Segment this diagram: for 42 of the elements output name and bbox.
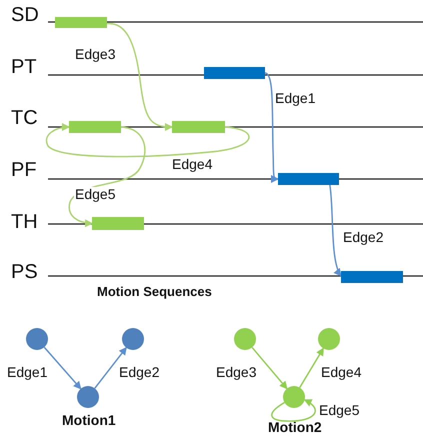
- timeline-bar: [204, 67, 265, 79]
- edge-label: Edge4: [320, 365, 362, 380]
- state-circle: [26, 328, 48, 350]
- lane-label: TH: [11, 212, 38, 232]
- edge-label: Edge4: [171, 157, 214, 172]
- arrow: [329, 184, 342, 277]
- lane-label: PS: [11, 262, 38, 282]
- timeline-bar: [341, 271, 403, 283]
- arrow: [107, 22, 173, 131]
- state-circle: [234, 328, 256, 350]
- timeline-bar: [69, 121, 121, 133]
- timeline-bar: [92, 217, 144, 230]
- edge-label: Edge2: [118, 365, 160, 380]
- arrow: [68, 126, 146, 227]
- edge-label: Edge1: [274, 91, 316, 106]
- lane-label: TC: [11, 108, 38, 128]
- arrow: [264, 72, 279, 182]
- state-circle: [318, 328, 340, 350]
- state-circle: [283, 386, 305, 408]
- edge-label: Edge3: [74, 47, 116, 62]
- state-circle: [77, 386, 99, 408]
- edge-label: Edge2: [342, 230, 384, 246]
- node-caption: Motion1: [62, 412, 116, 428]
- lane-label: PT: [11, 57, 37, 77]
- node-caption: Motion2: [268, 419, 322, 435]
- edge-label: Edge5: [318, 403, 360, 418]
- timeline-bar: [172, 121, 225, 133]
- arrow: [252, 346, 288, 390]
- arrow: [46, 123, 250, 158]
- edge-label: Edge3: [215, 365, 258, 380]
- arrow: [299, 348, 324, 388]
- timeline-bar: [55, 17, 107, 28]
- state-circle: [122, 328, 144, 350]
- arrow: [44, 346, 82, 390]
- lane-label: SD: [11, 5, 39, 25]
- edge-label: Edge5: [74, 187, 116, 202]
- edge-label: Edge1: [6, 365, 48, 380]
- arrow: [94, 346, 127, 389]
- timeline-bar: [278, 173, 339, 185]
- section-title: Motion Sequences: [97, 284, 212, 299]
- lane-label: PF: [11, 160, 37, 180]
- arrow: [271, 399, 316, 422]
